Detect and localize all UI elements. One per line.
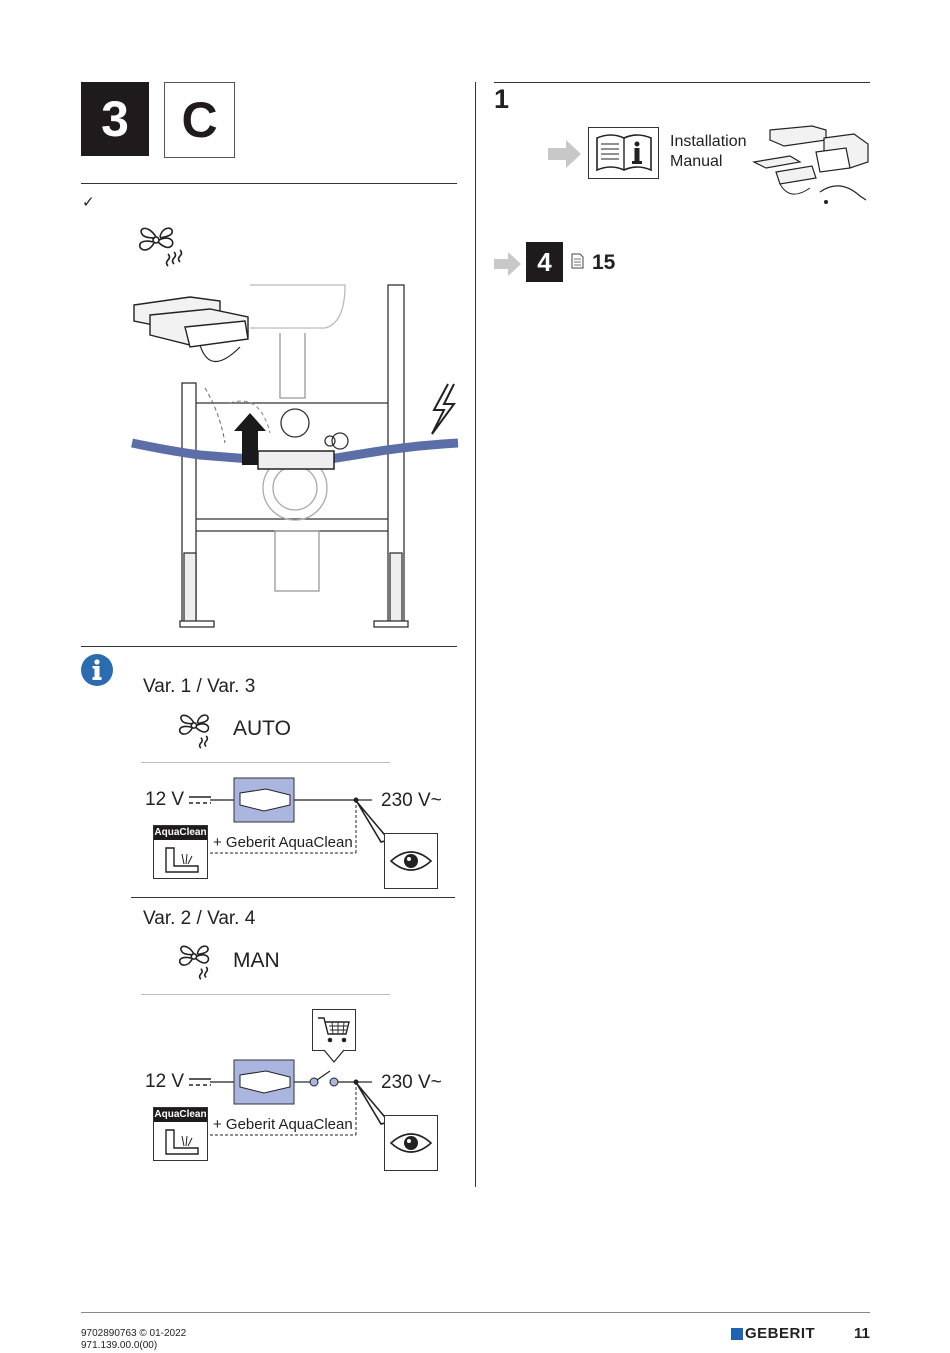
page-reference-icon xyxy=(571,253,584,269)
ventilation-module-icon xyxy=(133,296,249,363)
installation-manual-line2: Manual xyxy=(670,153,723,170)
variant-b-label: Var. 2 / Var. 4 xyxy=(143,908,256,929)
eye-icon-box-b xyxy=(384,1115,438,1171)
dc-symbol-b xyxy=(189,1078,211,1086)
book-info-icon xyxy=(596,134,652,172)
brand-logo-square xyxy=(731,1328,743,1340)
variant-a-label: Var. 1 / Var. 3 xyxy=(143,676,256,697)
goto-arrow-icon xyxy=(494,252,521,276)
dc-symbol xyxy=(189,796,211,804)
left-mid-divider xyxy=(81,646,457,647)
arrow-right-icon xyxy=(548,140,581,168)
variant-divider xyxy=(131,897,455,898)
voltage-230v-label-b: 230 V~ xyxy=(381,1072,442,1093)
fan-icon xyxy=(138,227,183,267)
left-top-divider xyxy=(81,183,457,184)
right-step-number: 1 xyxy=(494,84,510,114)
fan-man-icon xyxy=(178,945,210,980)
goto-step-badge: 4 xyxy=(526,242,563,282)
installation-frame-illustration xyxy=(131,284,459,628)
column-separator xyxy=(475,82,476,1187)
variant-a-mode: AUTO xyxy=(233,717,291,740)
kit-components-illustration xyxy=(752,125,869,204)
eye-icon xyxy=(389,851,433,871)
wiring-diagram-b xyxy=(210,1059,372,1136)
aquaclean-caption: + Geberit AquaClean xyxy=(213,834,353,851)
goto-page-number: 15 xyxy=(592,251,616,274)
aquaclean-icon-box: AquaClean xyxy=(153,825,208,879)
toilet-shower-icon xyxy=(165,847,199,873)
installation-manual-line1: Installation xyxy=(670,133,747,150)
electricity-lightning-icon xyxy=(431,383,456,435)
fan-auto-icon xyxy=(178,714,210,749)
footer-page-number: 11 xyxy=(854,1325,870,1342)
cart-pointer xyxy=(323,1049,345,1063)
step-number-badge: 3 xyxy=(81,82,149,156)
wiring-diagram-a xyxy=(210,777,372,854)
eye-icon-box xyxy=(384,833,438,889)
accessory-cart-box xyxy=(312,1009,356,1051)
footer-doc-code: 971.139.00.0(00) xyxy=(81,1340,158,1351)
aquaclean-badge-b: AquaClean xyxy=(154,1108,207,1122)
aquaclean-badge: AquaClean xyxy=(154,826,207,840)
brand-logo-text: GEBERIT xyxy=(745,1325,816,1342)
eye-icon-b xyxy=(389,1133,433,1153)
variant-a-separator xyxy=(141,762,390,763)
shopping-cart-icon xyxy=(318,1017,350,1043)
variant-b-separator xyxy=(141,994,390,995)
voltage-12v-label: 12 V xyxy=(145,789,185,810)
step-letter-badge: C xyxy=(164,82,235,158)
aquaclean-icon-box-b: AquaClean xyxy=(153,1107,208,1161)
voltage-12v-label-b: 12 V xyxy=(145,1071,185,1092)
check-mark: ✓ xyxy=(82,194,95,211)
manual-icon-box xyxy=(588,127,659,179)
info-icon xyxy=(81,654,113,686)
aquaclean-caption-b: + Geberit AquaClean xyxy=(213,1116,353,1133)
variant-b-mode: MAN xyxy=(233,949,280,972)
toilet-shower-icon-b xyxy=(165,1129,199,1155)
footer-doc-number: 9702890763 © 01-2022 xyxy=(81,1328,187,1339)
right-top-divider xyxy=(494,82,870,83)
voltage-230v-label: 230 V~ xyxy=(381,790,442,811)
footer-divider xyxy=(81,1312,870,1313)
